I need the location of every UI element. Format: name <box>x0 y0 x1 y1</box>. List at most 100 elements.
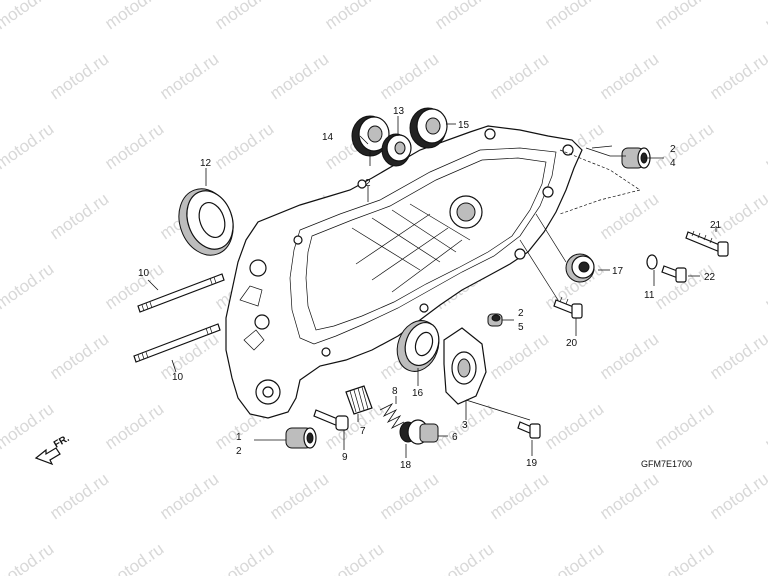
callout-2-collar: 2 <box>518 308 524 319</box>
watermark-text: motod.ru <box>651 539 717 576</box>
watermark-text: motod.ru <box>211 119 277 173</box>
callout-20: 20 <box>566 338 578 349</box>
watermark-text: motod.ru <box>651 119 717 173</box>
callout-14: 14 <box>322 132 334 143</box>
watermark-text: motod.ru <box>101 0 167 33</box>
spring-8 <box>379 402 405 430</box>
callout-10-upper: 10 <box>138 268 150 279</box>
bolt-21 <box>685 230 729 257</box>
oil-seal-17 <box>565 253 595 283</box>
watermark-text: motod.ru <box>596 329 662 383</box>
bolt-22 <box>661 265 687 283</box>
watermark-text: motod.ru <box>486 469 552 523</box>
watermark-text: motod.ru <box>706 329 768 383</box>
watermark-text: motod.ru <box>761 399 768 453</box>
watermark-text: motod.ru <box>541 399 607 453</box>
watermark-text: motod.ru <box>486 329 552 383</box>
oil-seal-12 <box>178 188 234 256</box>
watermark-text: motod.ru <box>321 539 387 576</box>
callout-7: 7 <box>360 426 366 437</box>
watermark-text: motod.ru <box>706 189 768 243</box>
callout-22: 22 <box>704 272 716 283</box>
watermark-text: motod.ru <box>266 469 332 523</box>
watermark-text: motod.ru <box>596 189 662 243</box>
watermark-text: motod.ru <box>0 0 57 33</box>
callout-6: 6 <box>452 432 458 443</box>
callout-1: 1 <box>236 432 242 443</box>
collar-2-5 <box>487 313 503 327</box>
watermark-text: motod.ru <box>211 539 277 576</box>
watermark-text: motod.ru <box>541 0 607 33</box>
watermark-text: motod.ru <box>0 189 2 243</box>
callout-17: 17 <box>612 266 624 277</box>
watermark-text: motod.ru <box>541 539 607 576</box>
watermark-text: motod.ru <box>486 49 552 103</box>
watermark-text: motod.ru <box>0 329 2 383</box>
watermark-text: motod.ru <box>0 539 57 576</box>
watermark-text: motod.ru <box>266 49 332 103</box>
watermark-text: motod.ru <box>431 0 497 33</box>
callout-13: 13 <box>393 106 405 117</box>
watermark-text: motod.ru <box>376 49 442 103</box>
callout-10-lower: 10 <box>172 372 184 383</box>
callout-2-top: 2 <box>670 144 676 155</box>
callout-12: 12 <box>200 158 212 169</box>
watermark-text: motod.ru <box>0 469 2 523</box>
watermark-text: motod.ru <box>761 119 768 173</box>
bolt-20 <box>553 296 583 319</box>
front-arrow-icon <box>34 447 61 466</box>
watermark-text: motod.ru <box>46 469 112 523</box>
callout-15: 15 <box>458 120 470 131</box>
watermark-text: motod.ru <box>0 399 57 453</box>
callout-11: 11 <box>644 290 655 301</box>
watermark-text: motod.ru <box>596 49 662 103</box>
watermark-text: motod.ru <box>706 49 768 103</box>
watermark-text: motod.ru <box>156 469 222 523</box>
callout-21: 21 <box>710 220 722 231</box>
strainer-7 <box>345 385 373 415</box>
drain-plug-6 <box>407 419 439 445</box>
bolt-19 <box>517 421 541 439</box>
stud-10-upper <box>137 273 225 313</box>
watermark-text: motod.ru <box>101 539 167 576</box>
figure-code: GFM7E1700 <box>641 459 692 469</box>
washer-11 <box>646 254 658 270</box>
front-direction-label: FR. <box>52 433 72 451</box>
cover-plate-3 <box>443 327 487 405</box>
watermark-text: motod.ru <box>46 329 112 383</box>
callout-18: 18 <box>400 460 412 471</box>
watermark-text: motod.ru <box>101 399 167 453</box>
callout-8: 8 <box>392 386 398 397</box>
bearing-15 <box>409 107 448 149</box>
oil-seal-16 <box>396 320 440 372</box>
callout-labels: 12 13 14 15 2 2 4 21 17 22 11 2 5 20 10 … <box>138 106 722 471</box>
watermark-text: motod.ru <box>211 0 277 33</box>
callout-2-lower: 2 <box>236 446 242 457</box>
bolt-9 <box>313 409 349 431</box>
watermark-text: motod.ru <box>0 259 57 313</box>
callout-16: 16 <box>412 388 424 399</box>
watermark-text: motod.ru <box>46 189 112 243</box>
watermark-text: motod.ru <box>651 399 717 453</box>
leader-lines <box>147 116 717 458</box>
left-crankcase <box>225 125 583 419</box>
watermark-text: motod.ru <box>156 49 222 103</box>
callout-9: 9 <box>342 452 348 463</box>
watermark-text: motod.ru <box>46 49 112 103</box>
callout-5: 5 <box>518 322 524 333</box>
watermark-text: motod.ru <box>651 0 717 33</box>
watermark-text: motod.ru <box>651 259 717 313</box>
watermark-text: motod.ru <box>706 469 768 523</box>
stud-10-lower <box>133 323 221 363</box>
watermark-text: motod.ru <box>596 469 662 523</box>
callout-2-body: 2 <box>365 178 371 189</box>
watermark-text: motod.ru <box>761 0 768 33</box>
watermark-text: motod.ru <box>101 119 167 173</box>
callout-4: 4 <box>670 158 676 169</box>
front-direction-indicator: FR. <box>34 433 72 466</box>
watermark-text: motod.ru <box>321 0 387 33</box>
callout-19: 19 <box>526 458 538 469</box>
callout-3: 3 <box>462 420 468 431</box>
bearing-13 <box>381 133 412 167</box>
